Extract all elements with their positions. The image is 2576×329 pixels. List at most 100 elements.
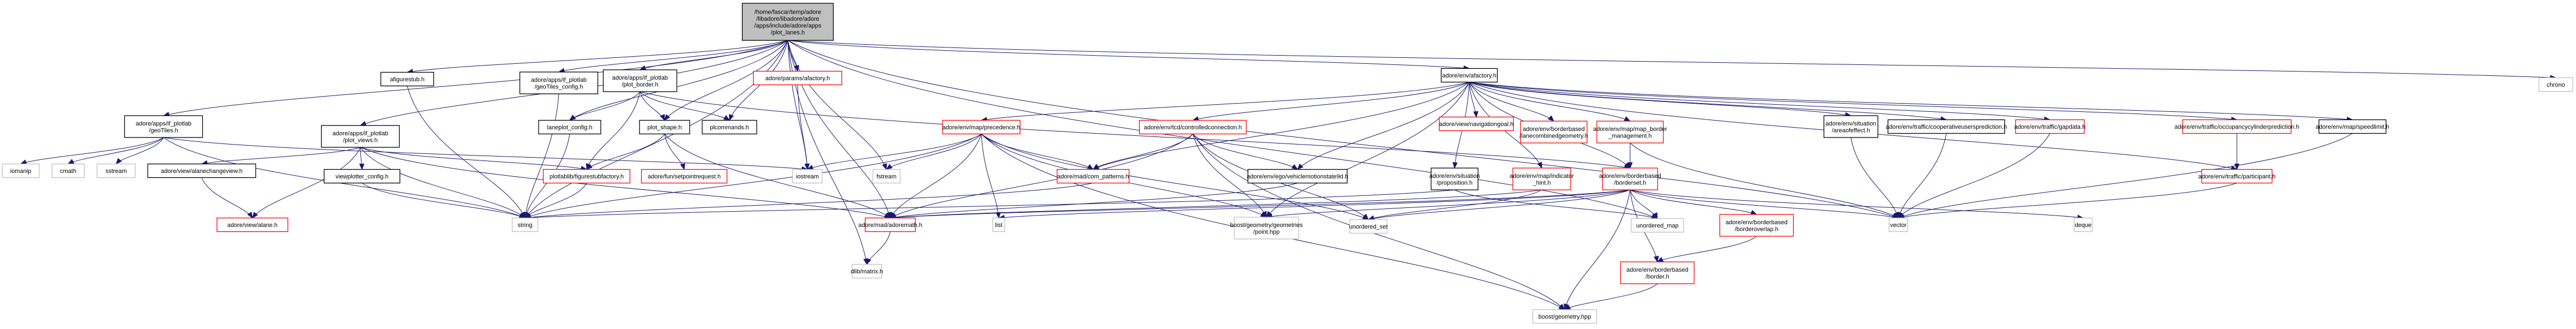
arrowhead-icon — [1092, 164, 1100, 170]
node-navigationgoal[interactable]: adore/view/navigationgoal.h — [1439, 116, 1514, 131]
edge-proposition-to-string — [524, 189, 1455, 220]
arrowhead-icon — [1548, 115, 1554, 122]
node-figurestubfactory[interactable]: plotlablib/figurestubfactory.h — [542, 169, 631, 184]
node-box — [2182, 119, 2292, 134]
node-label: viewplotter_config.h — [335, 174, 388, 180]
node-label: adore/apps/if_plotlab — [531, 77, 587, 83]
node-adoremath[interactable]: adore/mad/adoremath.h — [858, 217, 922, 232]
edge-line — [787, 40, 891, 218]
node-border[interactable]: adore/env/borderbased/border.h — [1620, 261, 1695, 284]
edge-line — [1454, 189, 1658, 219]
edge-precedence-to-iostream — [806, 134, 982, 170]
node-box — [1431, 168, 1479, 190]
node-box — [792, 169, 823, 184]
node-box — [542, 169, 631, 184]
arrowhead-icon — [1652, 212, 1658, 219]
edge-controlledconnection-to-vehiclemotionstate9d — [1192, 134, 1299, 170]
arrowhead-icon — [664, 114, 671, 121]
node-box — [872, 169, 901, 184]
node-vehiclemotionstate9d[interactable]: adore/env/ego/vehiclemotionstate9d.h — [1247, 169, 1348, 184]
node-plot_shape[interactable]: plot_shape.h — [639, 119, 690, 135]
node-label: /geoTiles.h — [149, 127, 178, 134]
node-label: /border.h — [1645, 273, 1669, 280]
node-label: adore/env/map/precedence.h — [942, 124, 1020, 131]
node-gapdata[interactable]: adore/env/traffic/gapdata.h — [2014, 119, 2086, 134]
edge-borderoverlap-to-border — [1656, 236, 1757, 262]
node-root[interactable]: /home/fascar/temp/adore/libadore/libador… — [741, 3, 834, 41]
node-box — [2538, 77, 2573, 92]
node-occupancycylinderprediction[interactable]: adore/env/traffic/occupancycylinderpredi… — [2174, 119, 2300, 134]
arrowhead-icon — [1362, 213, 1369, 220]
arrowhead-icon — [359, 121, 367, 126]
node-alanechangeview[interactable]: adore/view/alanechangeview.h — [147, 163, 256, 178]
node-label: fstream — [877, 174, 897, 180]
edge-plot_views-to-alane — [252, 147, 361, 219]
edge-line — [524, 183, 1094, 218]
node-label: adore/mad/adoremath.h — [858, 222, 922, 229]
arrowhead-icon — [1537, 161, 1542, 169]
edge-line — [664, 134, 685, 170]
arrowhead-icon — [1559, 303, 1565, 310]
edge-env_afactory-to-controlledconnection — [1192, 82, 1470, 122]
node-plot_border[interactable]: adore/apps/if_plotlab/plot_border.h — [602, 69, 678, 92]
node-box — [380, 71, 435, 87]
node-label: list — [995, 222, 1002, 229]
edge-line — [1093, 82, 1470, 170]
edge-map_border_management-to-borderset — [1627, 143, 1633, 169]
node-cooperativeusersprediction[interactable]: adore/env/traffic/cooperativeuserspredic… — [1886, 119, 2007, 134]
node-geoTiles_config[interactable]: adore/apps/if_plotlab/geoTiles_config.h — [519, 71, 599, 94]
node-indicator_hint[interactable]: adore/env/map/indicator_hint.h — [1510, 168, 1574, 190]
node-com_patterns[interactable]: adore/mad/com_patterns.h — [1057, 169, 1130, 184]
node-borderoverlap[interactable]: adore/env/borderbased/borderoverlap.h — [1719, 214, 1794, 237]
node-params_afactory[interactable]: adore/params/afactory.h — [753, 70, 842, 86]
node-plcommands[interactable]: plcommands.h — [702, 119, 757, 135]
edge-indicator_hint-to-unordered_set — [1367, 189, 1542, 220]
edge-line — [1564, 189, 1631, 310]
node-label: unordered_map — [1636, 223, 1679, 229]
node-label: /lanecombinedgeometry.h — [1519, 133, 1588, 139]
node-box — [2318, 119, 2387, 134]
node-boost_geometry: boost/geometry.hpp — [1532, 309, 1597, 324]
node-participant[interactable]: adore/env/traffic/participant.h — [2198, 169, 2276, 184]
node-proposition[interactable]: adore/env/situation/proposition.h — [1429, 168, 1480, 190]
edge-controlledconnection-to-boost_geometry — [1192, 134, 1565, 310]
node-label: /proposition.h — [1437, 180, 1473, 186]
edge-line — [787, 40, 2556, 78]
node-box — [2201, 169, 2273, 184]
node-viewplotter_config[interactable]: viewplotter_config.h — [323, 169, 401, 184]
edge-line — [1192, 134, 1267, 218]
node-label: /plot_views.h — [343, 137, 378, 143]
node-alane[interactable]: adore/view/alane.h — [216, 217, 288, 232]
node-box — [639, 119, 690, 135]
edge-line — [1469, 82, 1947, 120]
node-borderset[interactable]: adore/env/borderbased/borderset.h — [1599, 168, 1661, 190]
edge-line — [1469, 82, 2353, 120]
node-controlledconnection[interactable]: adore/env/tcd/controlledconnection.h — [1139, 119, 1247, 135]
node-setpointrequest[interactable]: adore/fun/setpointrequest.h — [641, 169, 728, 184]
node-lanecombinedgeometry[interactable]: adore/env/borderbased/lanecombinedgeomet… — [1519, 121, 1588, 143]
edge-line — [890, 134, 982, 218]
node-plot_views[interactable]: adore/apps/if_plotlab/plot_views.h — [321, 125, 400, 148]
edge-geoTiles-to-iostream — [163, 137, 809, 172]
edge-borderset-to-unordered_set — [1367, 189, 1631, 221]
node-precedence[interactable]: adore/env/map/precedence.h — [942, 119, 1021, 135]
node-box — [216, 217, 288, 232]
node-sstream: sstream — [96, 163, 136, 178]
edge-line — [1630, 142, 1899, 218]
node-label: /home/fascar/temp/adore — [755, 9, 821, 15]
node-label: plot_shape.h — [648, 124, 682, 131]
node-label: adore/apps/if_plotlab — [136, 121, 191, 127]
node-env_afactory[interactable]: adore/env/afactory.h — [1440, 68, 1498, 83]
edge-line — [981, 134, 1369, 220]
node-geoTiles[interactable]: adore/apps/if_plotlab/geoTiles.h — [124, 115, 203, 138]
node-areaofeffect[interactable]: adore/env/situation/areaofeffect.h — [1823, 115, 1879, 138]
node-map_border_management[interactable]: adore/env/map/map_border_management.h — [1593, 121, 1667, 143]
node-laneplot_config[interactable]: laneplot_config.h — [538, 119, 601, 135]
arrowhead-icon — [1452, 162, 1458, 169]
edge-line — [797, 85, 808, 170]
node-speedlimit[interactable]: adore/env/map/speedlimit.h — [2315, 119, 2390, 134]
edge-line — [201, 177, 253, 218]
node-label: adore/env/borderbased — [1523, 126, 1585, 133]
edge-line — [1297, 82, 1470, 170]
node-afigurestub[interactable]: afigurestub.h — [380, 71, 435, 87]
